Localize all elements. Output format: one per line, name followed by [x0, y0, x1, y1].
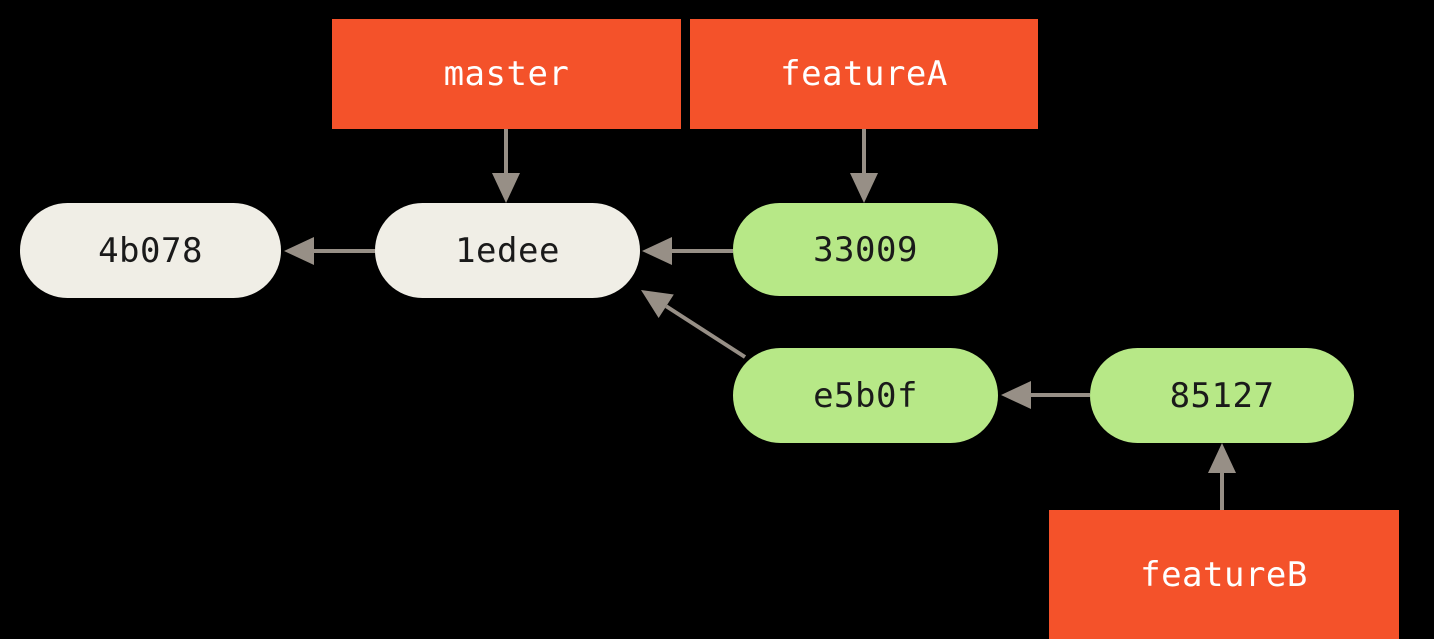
arrowhead-icon — [1001, 381, 1031, 409]
branch-label-master[interactable]: master — [332, 19, 681, 129]
edge-e-e5b0f-to-1edee — [641, 290, 747, 359]
edge-e-featureB-to-85127 — [1208, 443, 1236, 510]
edge-line — [665, 304, 747, 359]
commit-label: 1edee — [455, 230, 560, 271]
commit-label: 85127 — [1169, 375, 1275, 416]
arrowhead-icon — [492, 173, 520, 203]
arrowhead-icon — [1208, 443, 1236, 473]
commit-node-85127[interactable]: 85127 — [1090, 348, 1354, 443]
commit-node-e5b0f[interactable]: e5b0f — [733, 348, 998, 443]
edge-e-featureA-to-33009 — [850, 129, 878, 203]
branch-label-text: featureB — [1140, 554, 1308, 595]
arrowhead-icon — [284, 237, 314, 265]
commit-node-4b078[interactable]: 4b078 — [20, 203, 281, 298]
branch-label-featureA[interactable]: featureA — [690, 19, 1038, 129]
commit-label: 33009 — [813, 229, 918, 270]
commit-label: 4b078 — [98, 230, 203, 271]
edge-e-master-to-1edee — [492, 129, 520, 203]
branch-label-featureB[interactable]: featureB — [1049, 510, 1399, 639]
edge-e-33009-to-1edee — [642, 237, 733, 265]
commit-node-1edee[interactable]: 1edee — [375, 203, 640, 298]
arrowhead-icon — [850, 173, 878, 203]
edge-e-85127-to-e5b0f — [1001, 381, 1090, 409]
arrowhead-icon — [642, 237, 672, 265]
branch-label-text: featureA — [780, 54, 948, 94]
commit-label: e5b0f — [813, 375, 918, 416]
edge-e-1edee-to-4b078 — [284, 237, 375, 265]
commit-node-33009[interactable]: 33009 — [733, 203, 998, 296]
arrowhead-icon — [641, 290, 674, 319]
branch-label-text: master — [443, 54, 570, 94]
